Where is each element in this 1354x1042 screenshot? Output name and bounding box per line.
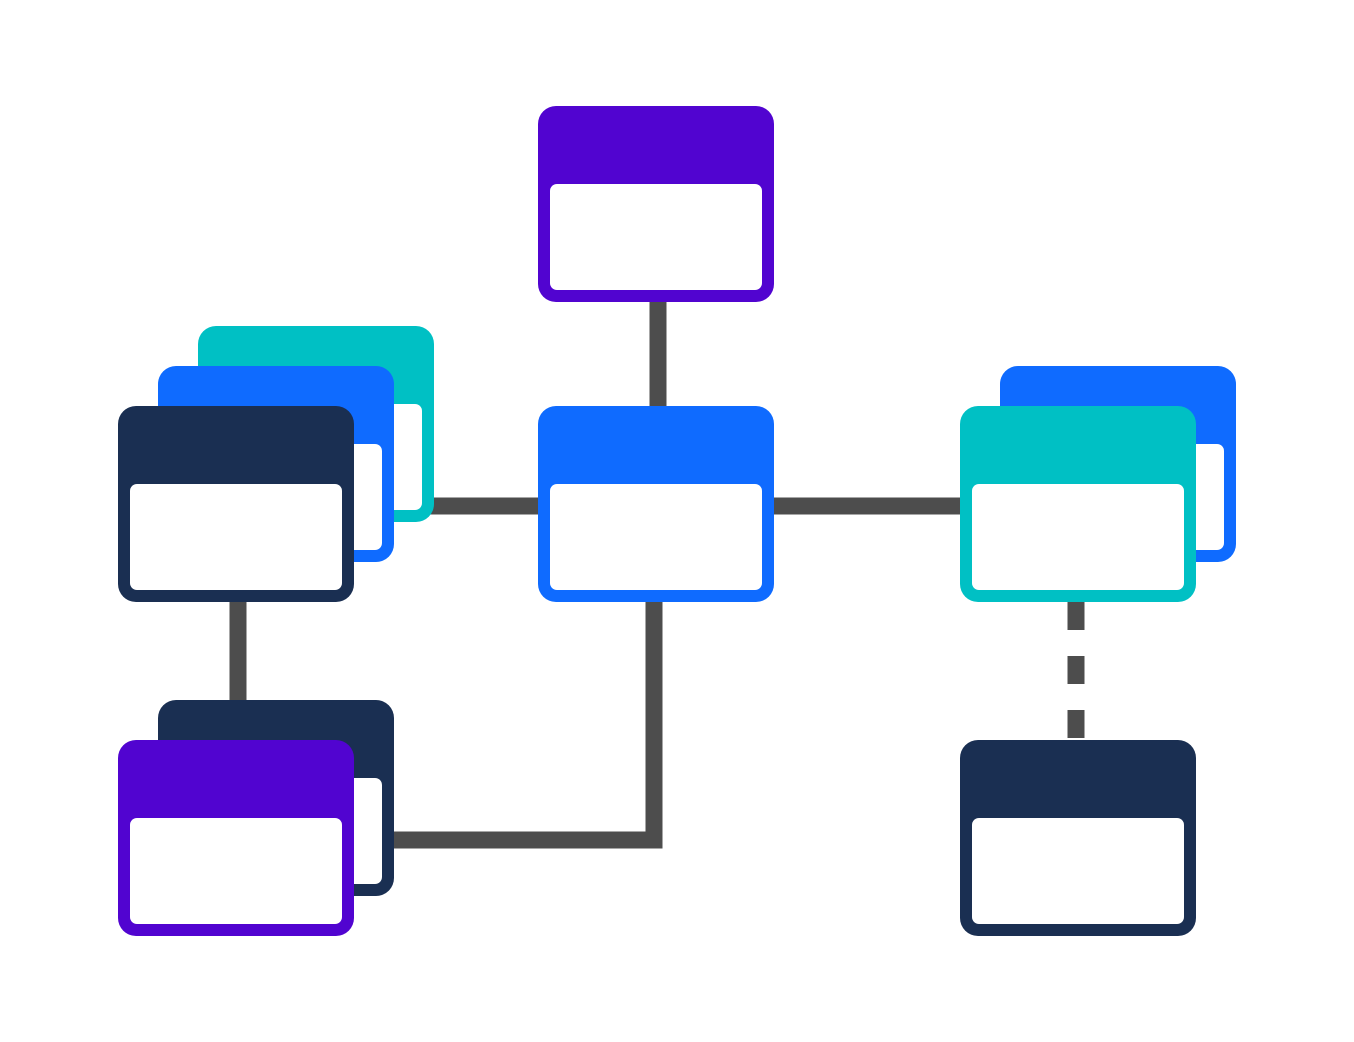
right-card-front [960, 406, 1196, 602]
top-card [538, 106, 774, 302]
left-card-front-body [130, 484, 342, 590]
bottom-right-card-front-body [972, 818, 1184, 924]
bottom-left-card-front-body [130, 818, 342, 924]
bottom-right-card-front [960, 740, 1196, 936]
top-card-front-body [550, 184, 762, 290]
bottom-right-card [960, 740, 1196, 936]
left-card-front [118, 406, 354, 602]
center-card-front-body [550, 484, 762, 590]
bottom-left-card [118, 700, 394, 936]
bottom-left-card-front [118, 740, 354, 936]
top-card-front [538, 106, 774, 302]
right-card-front-body [972, 484, 1184, 590]
connector-center-to-bottom-left [350, 596, 663, 849]
left-card [118, 326, 434, 602]
right-card [960, 366, 1236, 602]
center-card-front [538, 406, 774, 602]
nodes [118, 106, 1236, 936]
center-card [538, 406, 774, 602]
